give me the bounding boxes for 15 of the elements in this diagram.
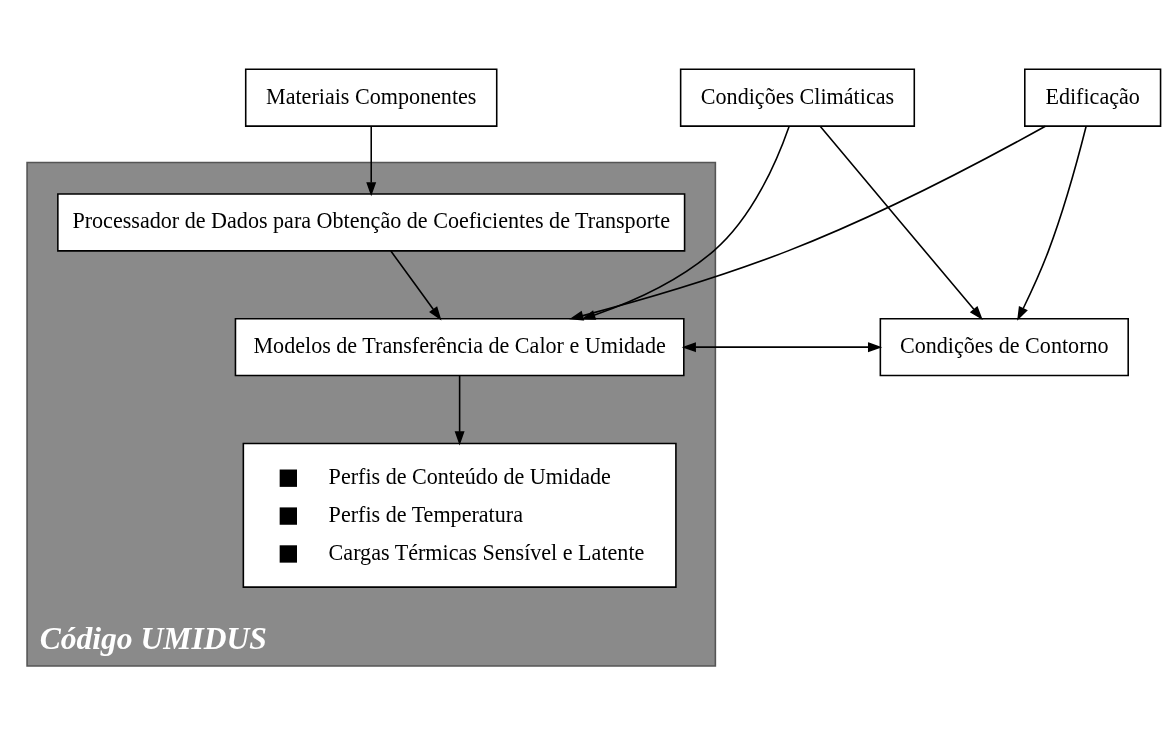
arrow xyxy=(819,125,983,320)
arrow xyxy=(569,125,1047,321)
arrow xyxy=(454,375,465,446)
node-box: Perfis de Conteúdo de Umidade Perfis de Temperatura Cargas Térmicas Sensível e Latente xyxy=(242,442,677,588)
arrow xyxy=(390,250,442,321)
arrow xyxy=(581,125,790,320)
arrow xyxy=(681,342,883,353)
arrow xyxy=(366,125,377,197)
node-box: Edificação xyxy=(1024,68,1162,127)
node-box: Modelos de Transferência de Calor e Umidade xyxy=(234,317,685,377)
node-box: Condições Climáticas xyxy=(679,68,916,127)
node-box: Materiais Componentes xyxy=(244,68,498,127)
arrow xyxy=(1017,125,1087,321)
node-box: Condições de Contorno xyxy=(879,317,1129,377)
node-box: Processador de Dados para Obtenção de Coeficientes de Transporte xyxy=(57,193,686,252)
